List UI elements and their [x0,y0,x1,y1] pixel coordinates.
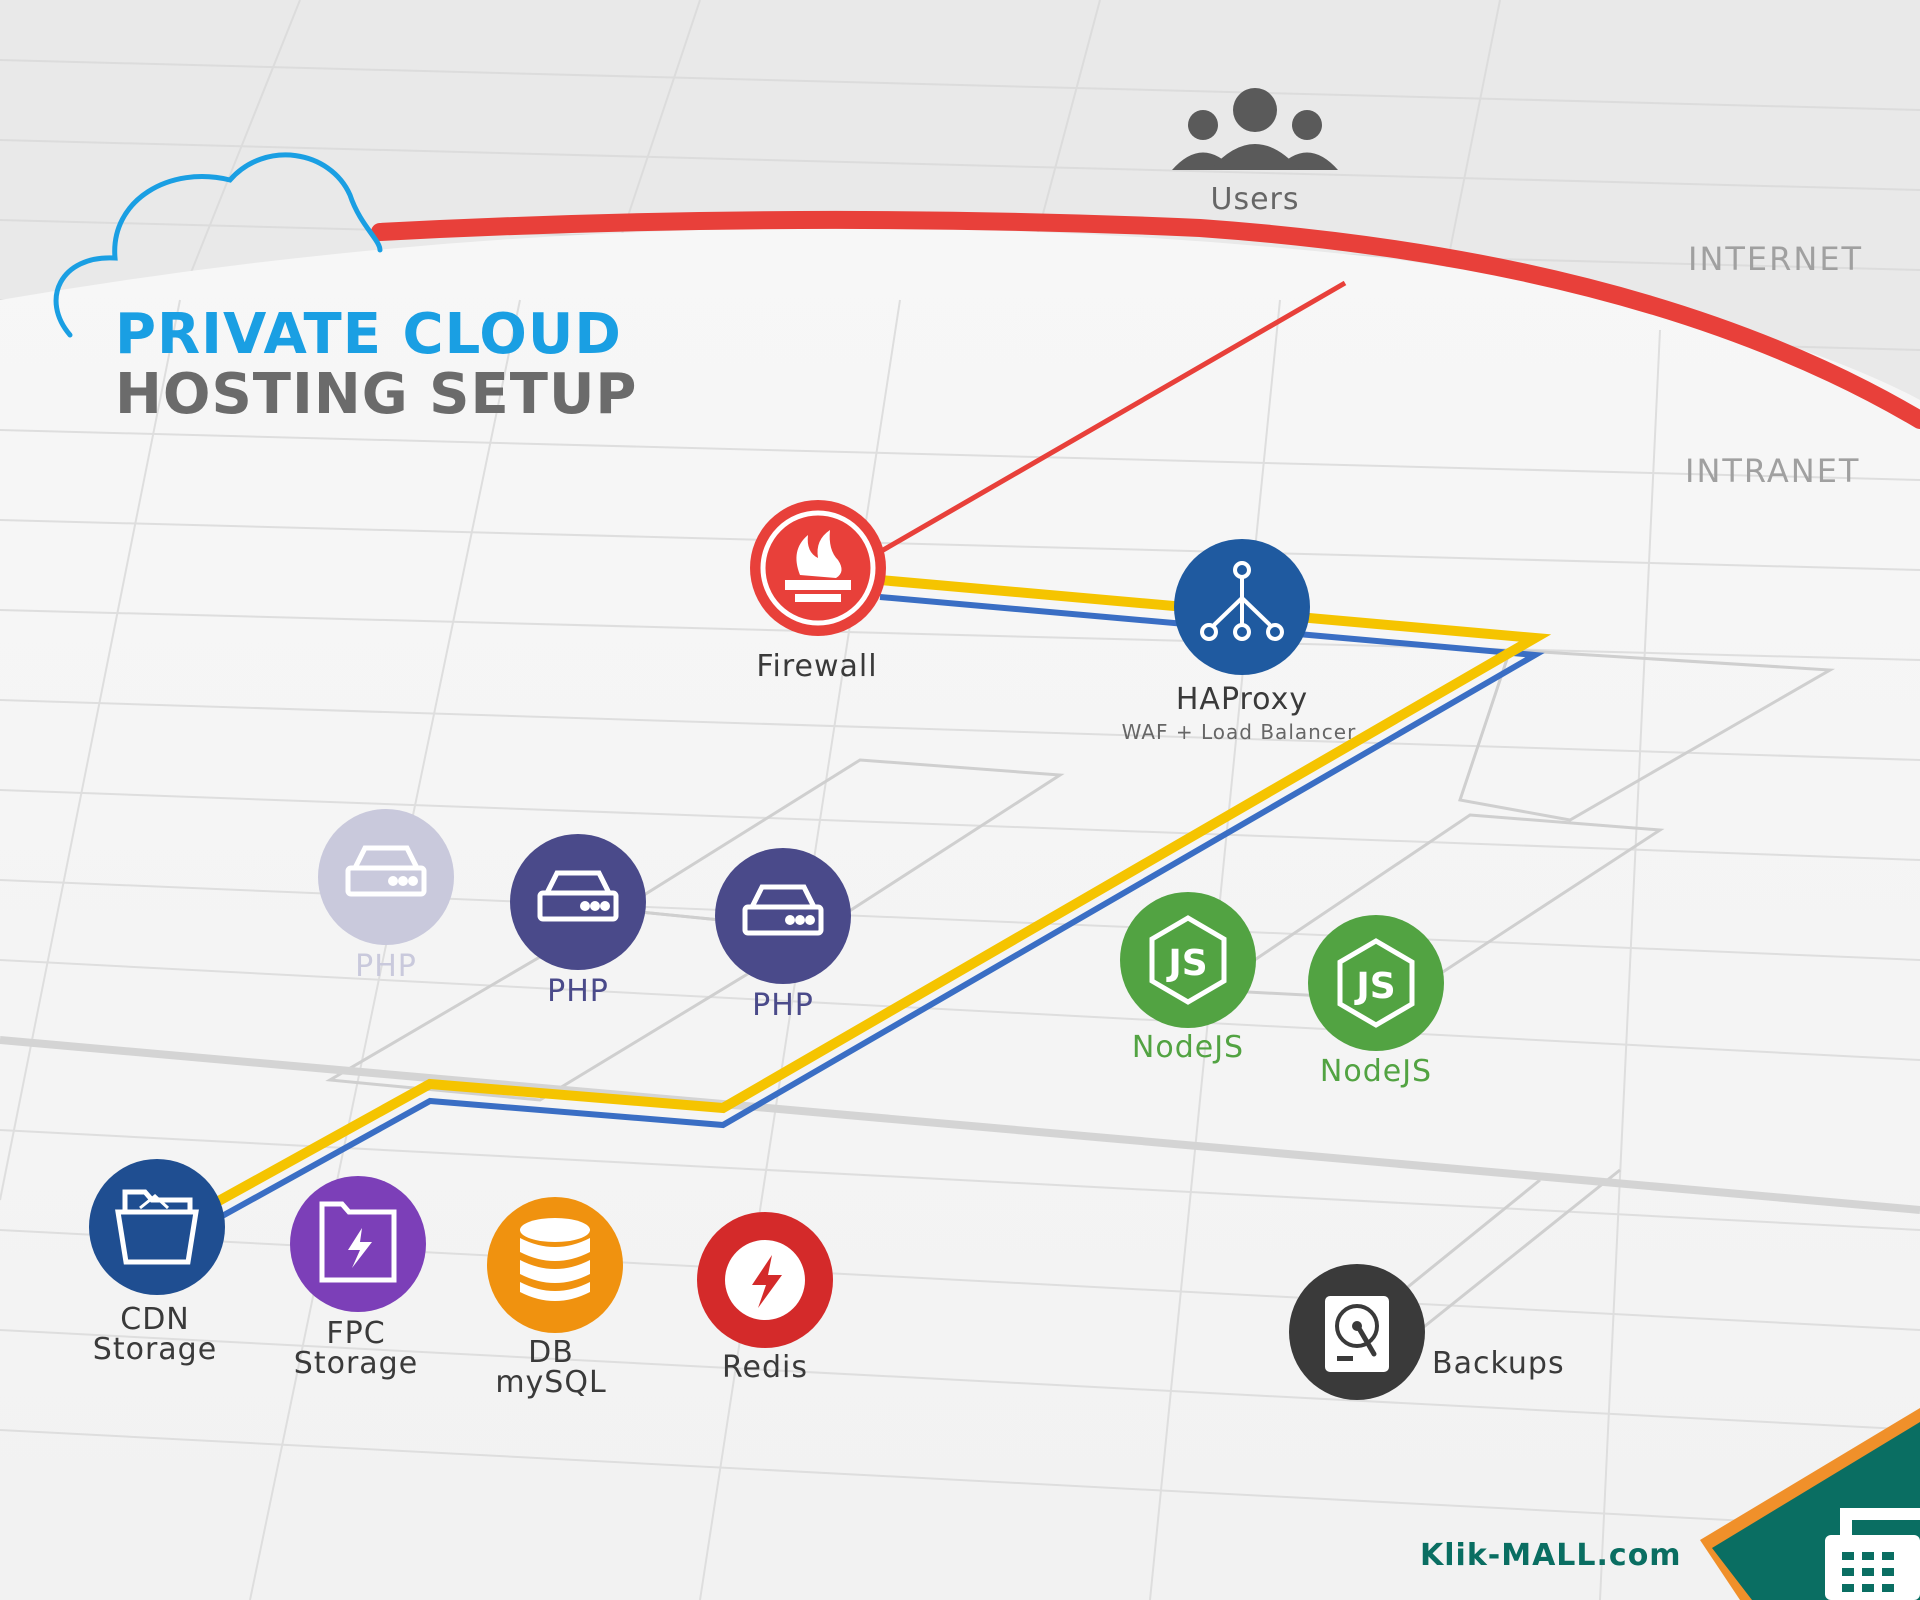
php-3-label: PHP [752,988,814,1023]
redis-label: Redis [722,1350,808,1385]
traffic-route-secondary [213,594,1545,1223]
traffic-route-primary [212,575,1552,1208]
nodejs-1-label: NodeJS [1131,1030,1245,1065]
php-node-3[interactable] [715,848,851,984]
server-icon [537,870,619,922]
backups-node[interactable] [1289,1264,1425,1400]
db-mysql-node[interactable] [487,1197,623,1333]
internet-grid [0,0,1920,351]
php-1-label: PHP [355,949,417,984]
php-2-label: PHP [547,974,609,1009]
svg-text:JS: JS [1165,943,1207,984]
folder-bolt-icon [319,1201,397,1283]
svg-text:JS: JS [1353,966,1395,1007]
db-label-2: mySQL [495,1365,607,1400]
php-node-2[interactable] [510,834,646,970]
load-balancer-icon [1200,561,1284,641]
fpc-label-1: FPC [326,1316,386,1351]
fax-phone-icon [1825,1508,1920,1600]
db-label-1: DB [528,1335,574,1370]
database-icon [520,1218,590,1301]
firewall-node[interactable] [750,500,886,636]
backups-label: Backups [1432,1346,1565,1381]
users-label: Users [1210,182,1300,217]
nodejs-node-2[interactable]: JS [1308,915,1444,1051]
internet-arc [371,210,1920,429]
haproxy-node[interactable] [1174,539,1310,675]
nodejs-icon: JS [1149,915,1227,1005]
fpc-label-2: Storage [293,1346,419,1381]
nodejs-icon: JS [1337,938,1415,1028]
cdn-storage-node[interactable] [89,1159,225,1295]
fpc-storage-node[interactable] [290,1176,426,1312]
cdn-label-2: Storage [92,1332,218,1367]
redis-node[interactable] [697,1212,833,1348]
nodejs-2-label: NodeJS [1319,1054,1433,1089]
firewall-icon [785,530,851,602]
title-line-2: HOSTING SETUP [115,362,638,427]
server-icon [345,845,427,897]
intranet-area [0,228,1920,1600]
hard-drive-icon [1325,1296,1389,1372]
redis-bolt-icon [752,1255,782,1308]
floor-divider [0,1036,1920,1214]
firewall-label: Firewall [756,649,878,684]
cloud-outline-icon [53,152,383,338]
server-icon [742,884,824,936]
users-group-icon [1172,88,1338,170]
internet-link [876,280,1347,556]
open-folder-icon [115,1189,199,1265]
site-link[interactable]: Klik-MALL.com [1420,1538,1682,1573]
haproxy-label: HAProxy [1175,682,1309,717]
nodejs-node-1[interactable]: JS [1120,892,1256,1028]
title-line-1: PRIVATE CLOUD [115,302,622,367]
php-node-1[interactable] [318,809,454,945]
footer-corner [1700,1408,1920,1600]
zone-intranet-label: INTRANET [1685,452,1861,490]
zone-internet-label: INTERNET [1688,240,1864,278]
cdn-label-1: CDN [120,1302,190,1337]
haproxy-sublabel: WAF + Load Balancer [1121,720,1357,744]
